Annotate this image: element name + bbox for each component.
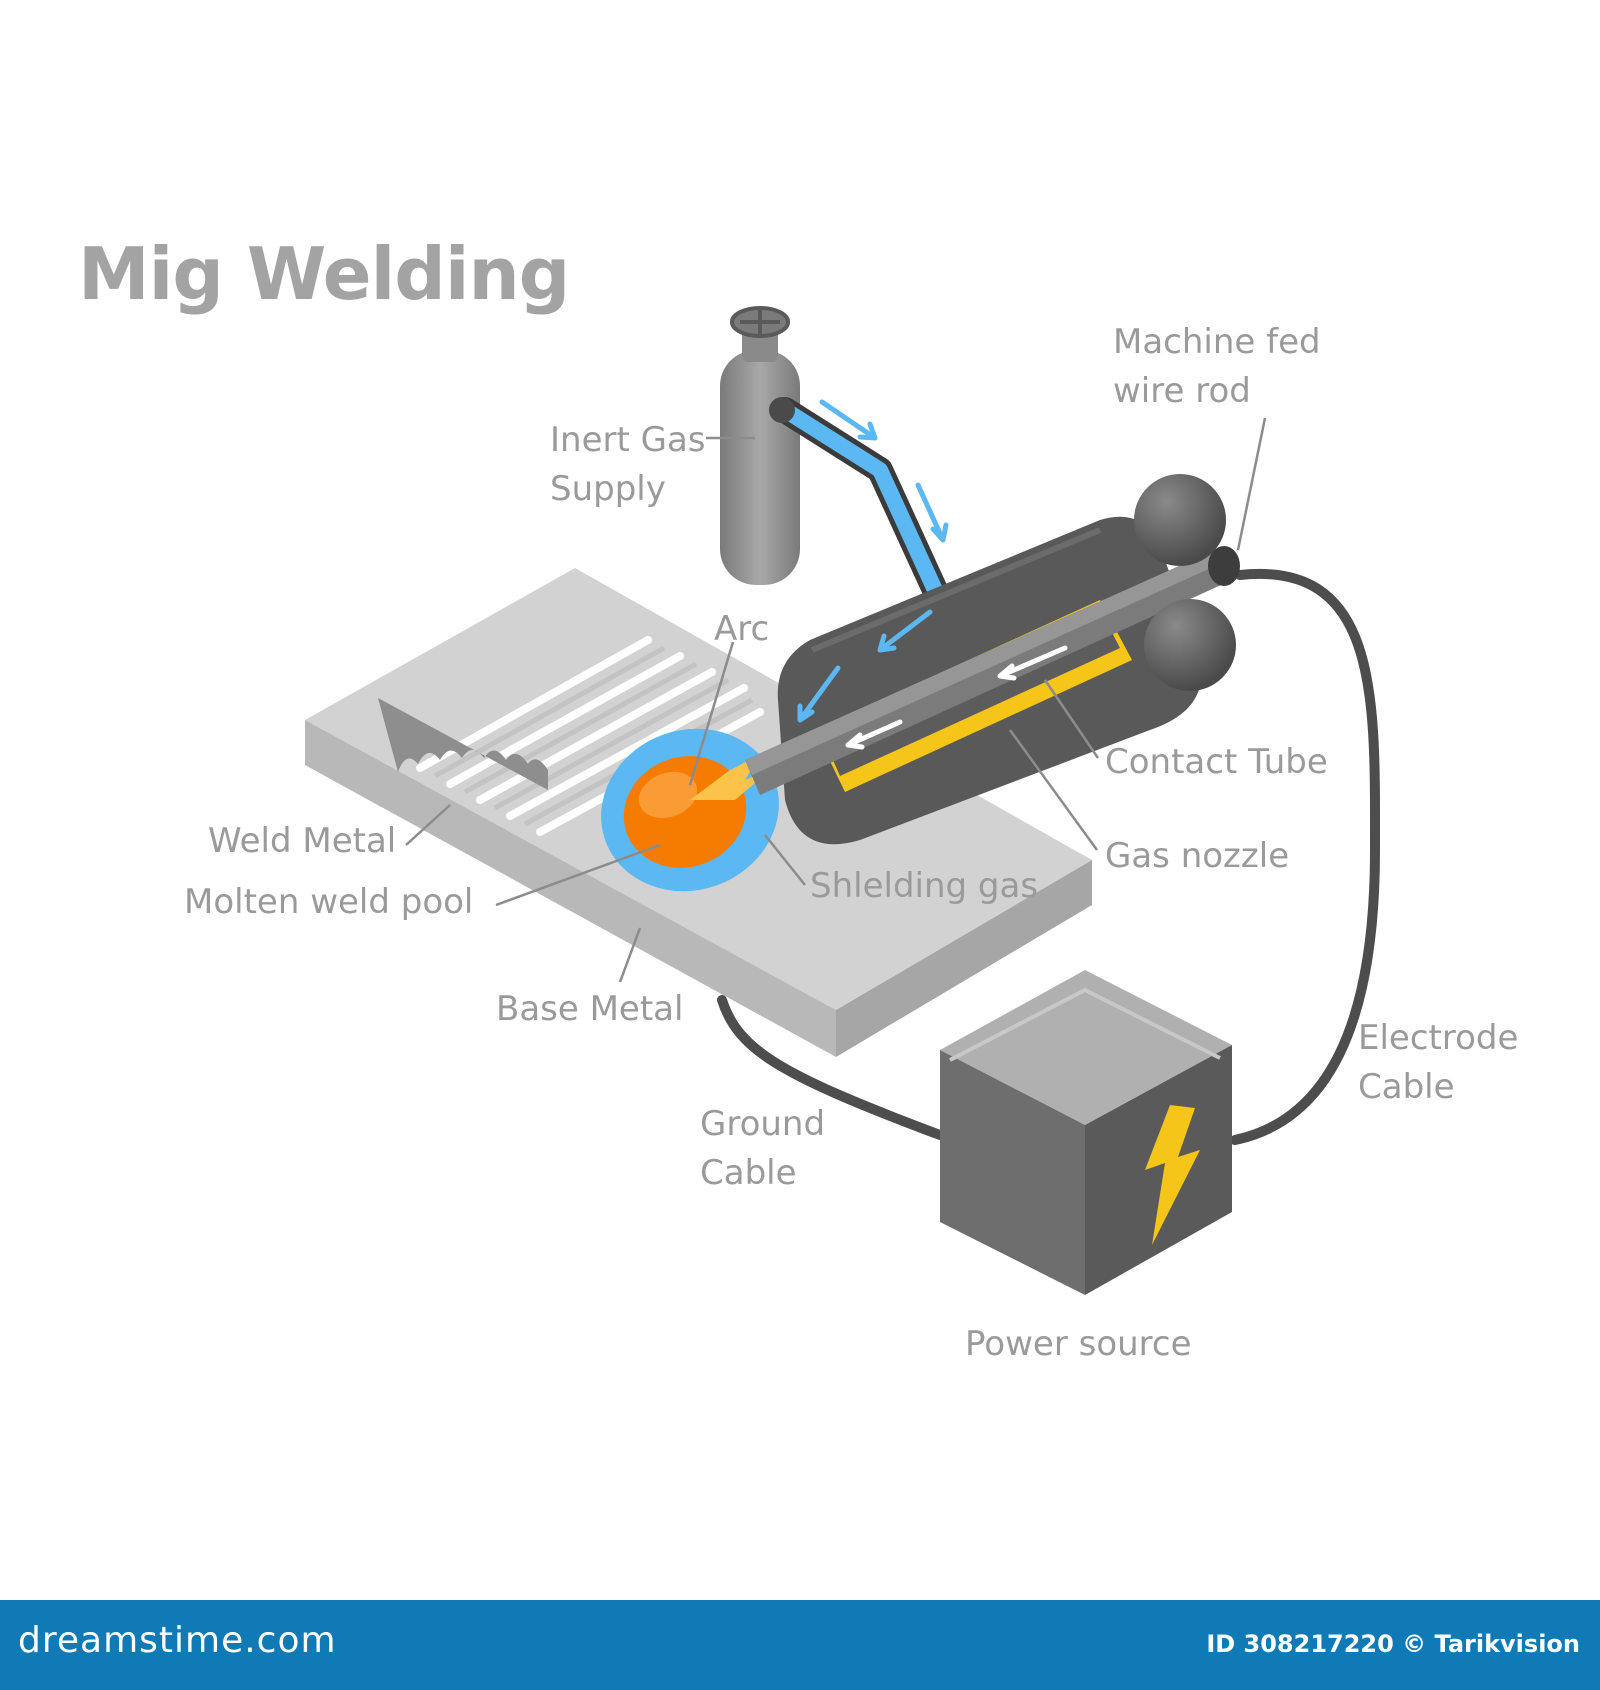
feed-roller-bottom	[1144, 599, 1236, 691]
label-inert-gas-supply: Inert Gas Supply	[550, 420, 706, 509]
label-shielding-gas: Shlelding gas	[810, 866, 1039, 906]
page-title: Mig Welding	[78, 232, 570, 316]
label-arc: Arc	[714, 609, 770, 649]
gas-cylinder-icon	[720, 306, 800, 585]
footer-brand[interactable]: dreamstime.com	[18, 1620, 337, 1661]
leader-lines	[405, 417, 1267, 983]
gas-flow-arrow-icon	[819, 399, 949, 543]
footer-credit: ID 308217220 © Tarikvision	[1206, 1630, 1580, 1658]
mig-welding-illustration	[305, 306, 1381, 1295]
weld-metal-bead	[378, 698, 548, 790]
label-gas-nozzle: Gas nozzle	[1105, 836, 1290, 876]
label-machine-fed-wire-rod: Machine fed wire rod	[1113, 322, 1321, 411]
label-electrode-cable: Electrode Cable	[1358, 1018, 1519, 1107]
lightning-bolt-icon	[1145, 1105, 1200, 1245]
diagram: Mig Welding	[78, 232, 1519, 1364]
power-source-box	[940, 970, 1232, 1295]
electrode-cable	[1230, 568, 1381, 1145]
label-molten-weld-pool: Molten weld pool	[184, 882, 474, 922]
label-base-metal: Base Metal	[496, 989, 684, 1029]
label-weld-metal: Weld Metal	[208, 821, 397, 861]
label-contact-tube: Contact Tube	[1105, 742, 1328, 782]
label-power-source: Power source	[965, 1324, 1192, 1364]
label-ground-cable: Ground Cable	[700, 1104, 826, 1193]
feed-roller-top	[1134, 474, 1226, 566]
wire-rod	[745, 546, 1240, 795]
footer-bar: dreamstime.com ID 308217220 © Tarikvisio…	[0, 1600, 1600, 1690]
ground-cable	[717, 995, 945, 1140]
